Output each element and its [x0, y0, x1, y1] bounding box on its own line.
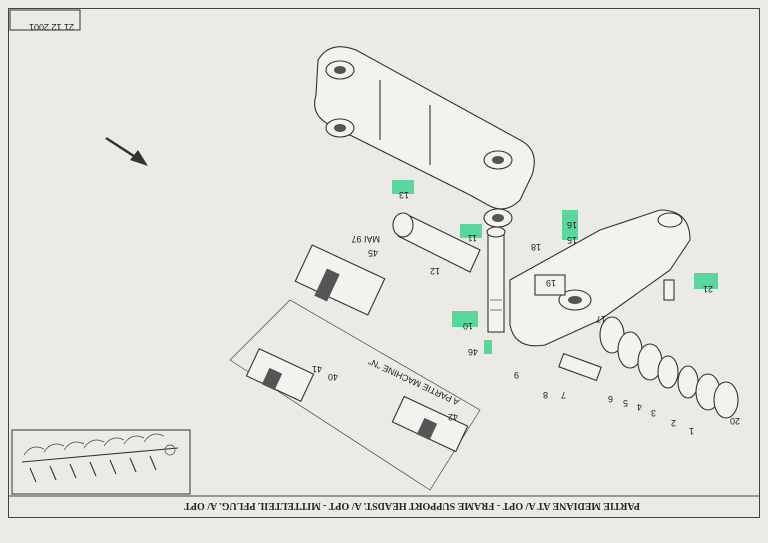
callout-1: 1: [689, 426, 694, 436]
pin-12: [392, 212, 481, 273]
callout-2: 2: [671, 418, 676, 428]
callout-18: 18: [531, 242, 541, 252]
callout-13: 13: [399, 190, 409, 200]
callout-20: 20: [730, 416, 740, 426]
highlight-15-16: [562, 210, 578, 240]
drawing-frame: [8, 8, 760, 518]
callout-46: 46: [468, 347, 478, 357]
callout-45: 45: [368, 248, 378, 258]
sheet-title: PARTIE MEDIANE AT A/ OPT - FRAME SUPPORT…: [184, 500, 640, 511]
callout-6: 6: [608, 394, 613, 404]
callout-4: 4: [637, 402, 642, 412]
date-box: [9, 9, 81, 31]
frame-arm-13: [314, 46, 535, 228]
callout-9: 9: [514, 370, 519, 380]
pivot-bracket-9: [509, 209, 691, 347]
mai-note: MAI 97: [351, 234, 380, 244]
highlight-21: [694, 273, 718, 289]
callout-12: 12: [430, 266, 440, 276]
callout-42: 42: [448, 412, 458, 422]
callout-19: 19: [546, 278, 556, 288]
callout-5: 5: [623, 398, 628, 408]
callout-15: 15: [567, 235, 577, 245]
callout-16: 16: [567, 220, 577, 230]
highlight-46: [484, 340, 492, 354]
direction-arrow: [105, 136, 148, 166]
bolt-10-11: [486, 226, 506, 333]
callout-17-main: 17: [596, 314, 606, 324]
detail-label: A PARTIE MACHINE "N": [367, 356, 461, 407]
date-label: 21 12 2001: [29, 22, 74, 32]
callout-41: 41: [312, 364, 322, 374]
highlight-13: [392, 180, 414, 194]
highlight-11: [460, 224, 482, 238]
callout-10: 10: [463, 321, 473, 331]
callout-3: 3: [651, 408, 656, 418]
callout-40: 40: [328, 372, 338, 382]
callout-11: 11: [468, 233, 477, 243]
bearing-stack: [558, 316, 739, 419]
section-detail: [229, 244, 481, 491]
highlight-10: [452, 311, 478, 327]
callout-8: 8: [543, 390, 548, 400]
callout-21: 21: [703, 284, 713, 294]
machine-thumbnail: [11, 429, 191, 495]
pin-21: [663, 279, 675, 301]
callout-7: 7: [561, 390, 566, 400]
